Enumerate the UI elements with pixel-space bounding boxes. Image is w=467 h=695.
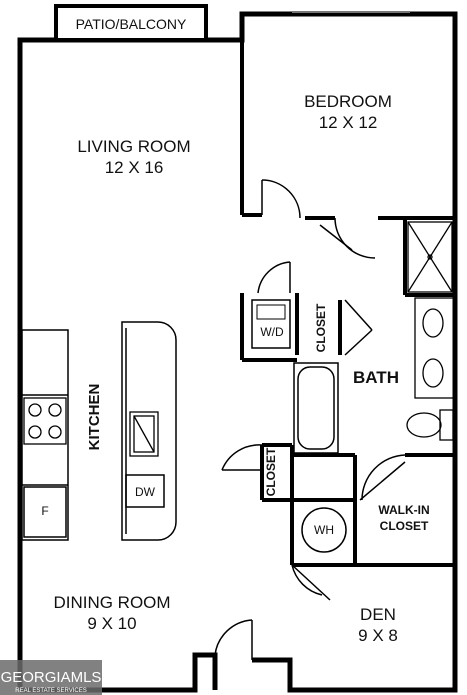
door-swings	[214, 179, 406, 660]
vanity-sinks-icon	[414, 297, 456, 399]
fridge-icon: F	[23, 486, 67, 538]
upper-closet-label: CLOSET	[314, 303, 328, 352]
exterior-walls	[17, 11, 458, 693]
den-name: DEN	[360, 605, 396, 624]
dining-room-size: 9 X 10	[87, 614, 136, 633]
water-heater-icon: WH	[301, 507, 347, 553]
lower-closet-label: CLOSET	[264, 447, 278, 496]
georgia-mls-watermark: GEORGIAMLS REAL ESTATE SERVICES	[0, 660, 102, 695]
living-room-size: 12 X 16	[105, 158, 164, 177]
bedroom-size: 12 X 12	[319, 113, 378, 132]
walk-in-closet-line2: CLOSET	[380, 519, 429, 533]
shower-icon	[407, 221, 453, 293]
kitchen-label: KITCHEN	[86, 384, 103, 451]
walk-in-closet-line1: WALK-IN	[378, 503, 429, 517]
patio-label: PATIO/BALCONY	[76, 16, 187, 32]
bath-label: BATH	[353, 368, 399, 387]
den-size: 9 X 8	[358, 626, 398, 645]
living-room-name: LIVING ROOM	[77, 137, 190, 156]
watermark-brand: GEORGIAMLS	[1, 669, 102, 686]
bedroom-name: BEDROOM	[304, 92, 392, 111]
interior-walls	[240, 40, 455, 567]
dishwasher-label: DW	[135, 485, 156, 499]
stove-icon	[23, 397, 67, 445]
washer-dryer-icon: W/D	[251, 299, 291, 349]
patio-balcony: PATIO/BALCONY	[54, 4, 208, 42]
bathtub-icon	[293, 362, 339, 454]
dining-room-name: DINING ROOM	[53, 593, 170, 612]
water-heater-label: WH	[314, 523, 334, 537]
dishwasher-icon: DW	[125, 474, 165, 508]
toilet-icon	[406, 409, 454, 441]
watermark-tagline: REAL ESTATE SERVICES	[15, 688, 86, 694]
washer-dryer-label: W/D	[260, 325, 284, 339]
fridge-label: F	[41, 504, 48, 518]
kitchen-sink-icon	[129, 411, 159, 457]
